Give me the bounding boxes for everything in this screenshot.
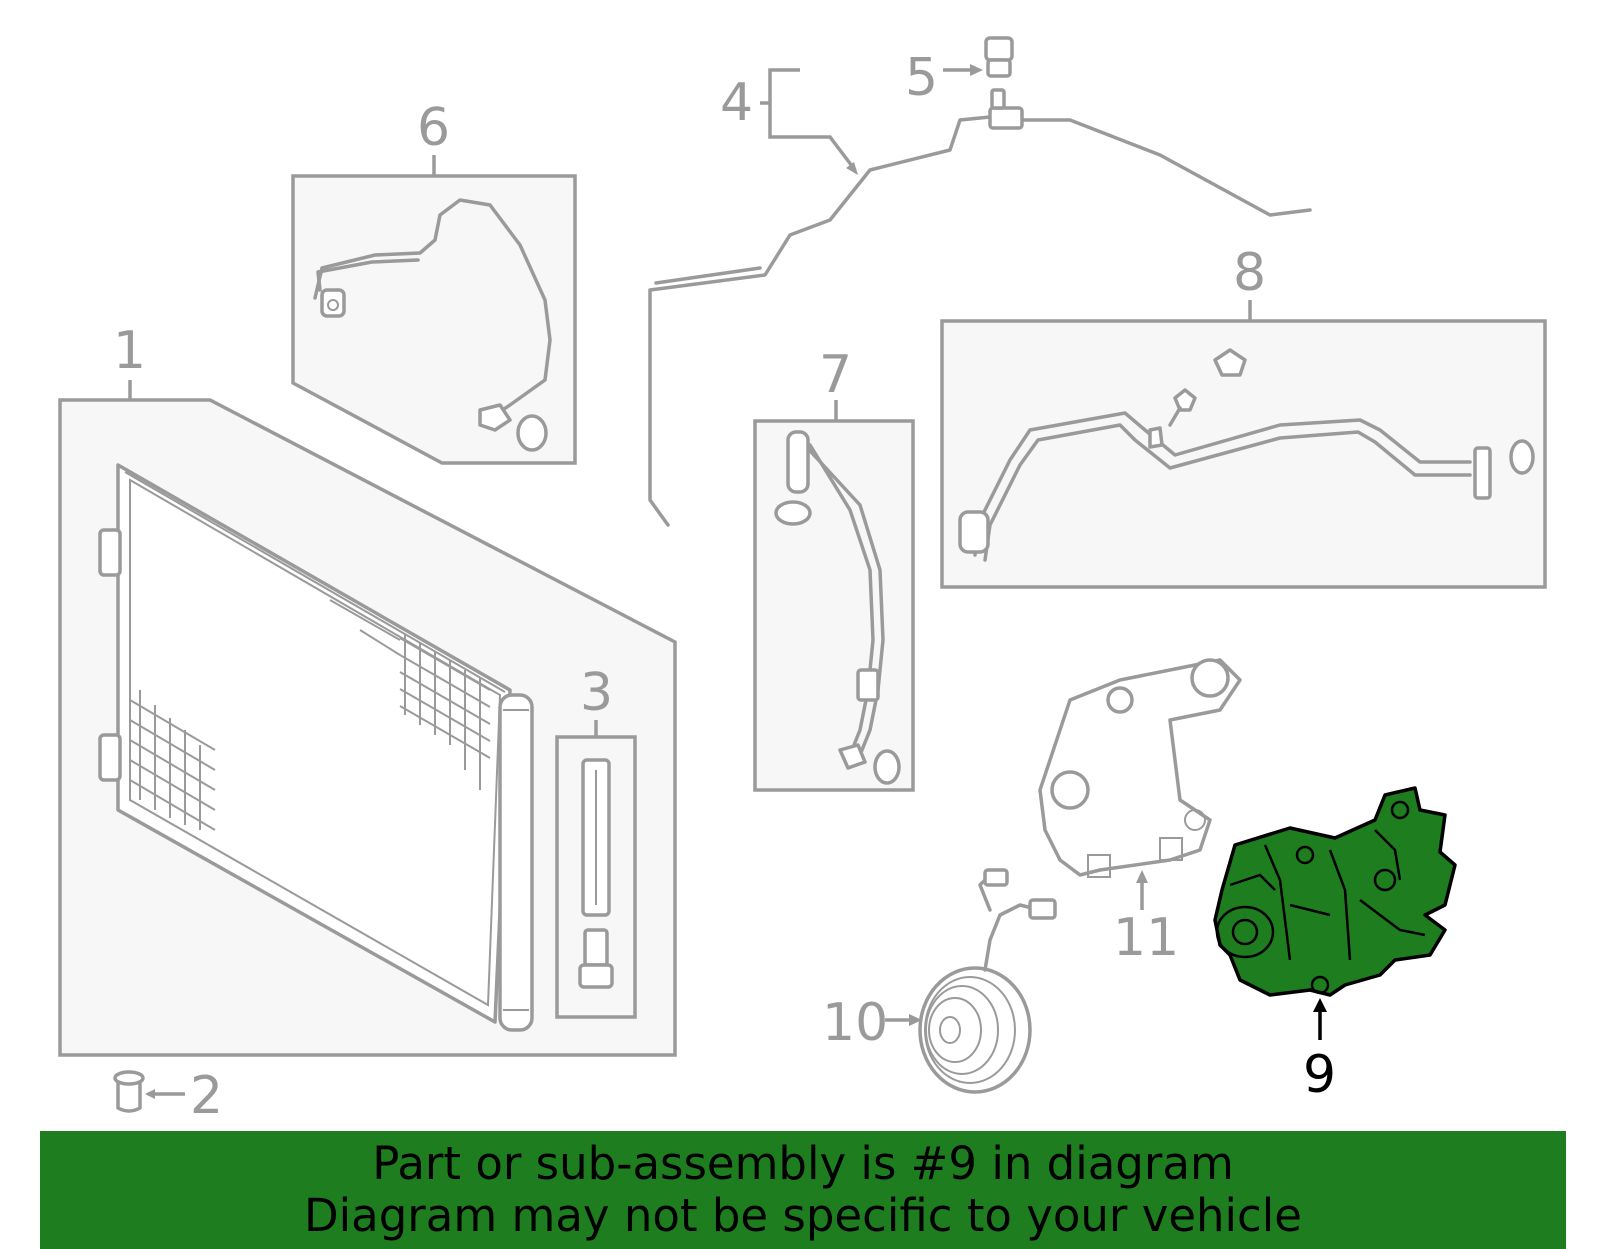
callout-3[interactable]: 3: [580, 663, 613, 723]
callout-5[interactable]: 5: [905, 48, 938, 108]
o-ring-8: [1509, 439, 1535, 475]
callout-11[interactable]: 11: [1113, 908, 1179, 968]
condenser-group: 1: [58, 321, 677, 1057]
part-6-box: [291, 174, 577, 465]
banner-line-1: Part or sub-assembly is #9 in diagram: [372, 1137, 1234, 1190]
compressor-details: [1215, 800, 1426, 995]
callout-8[interactable]: 8: [1233, 243, 1266, 303]
bushing-group: 2: [113, 1066, 223, 1126]
fin-grid-bottom: [129, 690, 216, 831]
callout-7[interactable]: 7: [819, 345, 852, 405]
suction-line-group: 8: [940, 243, 1547, 589]
dryer-plug: [583, 928, 609, 967]
compressor-bracket: [1038, 658, 1242, 877]
callout-2[interactable]: 2: [190, 1066, 223, 1126]
hose-6-group: 6: [291, 98, 577, 465]
callout-6[interactable]: 6: [417, 98, 450, 158]
hose-6: [313, 198, 552, 417]
liquid-line-group: 4: [648, 68, 1312, 527]
liquid-line: [648, 115, 1312, 527]
fin-grid-top: [329, 599, 491, 790]
condenser-core: [116, 463, 512, 1024]
hose-7-group: 7: [753, 345, 915, 792]
callout-9[interactable]: 9: [1303, 1045, 1336, 1105]
compressor-group: 9: [1213, 786, 1457, 1105]
compressor-body[interactable]: [1213, 786, 1457, 997]
dryer-group: 3: [555, 663, 637, 1019]
clutch-pulley: [918, 966, 1032, 1094]
condenser-tank: [498, 693, 534, 1032]
callout-10[interactable]: 10: [822, 993, 888, 1053]
banner-line-2: Diagram may not be specific to your vehi…: [304, 1189, 1302, 1242]
cap-group: 5: [905, 36, 1014, 108]
valve-cap: [984, 36, 1014, 62]
bracket-group: 11: [1038, 658, 1242, 968]
callout-4[interactable]: 4: [720, 73, 753, 133]
o-ring-7a: [774, 500, 812, 526]
clutch-group: 10: [822, 868, 1057, 1094]
info-banner: Part or sub-assembly is #9 in diagram Di…: [40, 1131, 1566, 1249]
bushing: [116, 1076, 142, 1113]
o-ring-6: [516, 414, 548, 452]
o-ring-7b: [873, 749, 901, 785]
service-cap-8: [1213, 348, 1247, 377]
callout-1[interactable]: 1: [113, 321, 146, 381]
